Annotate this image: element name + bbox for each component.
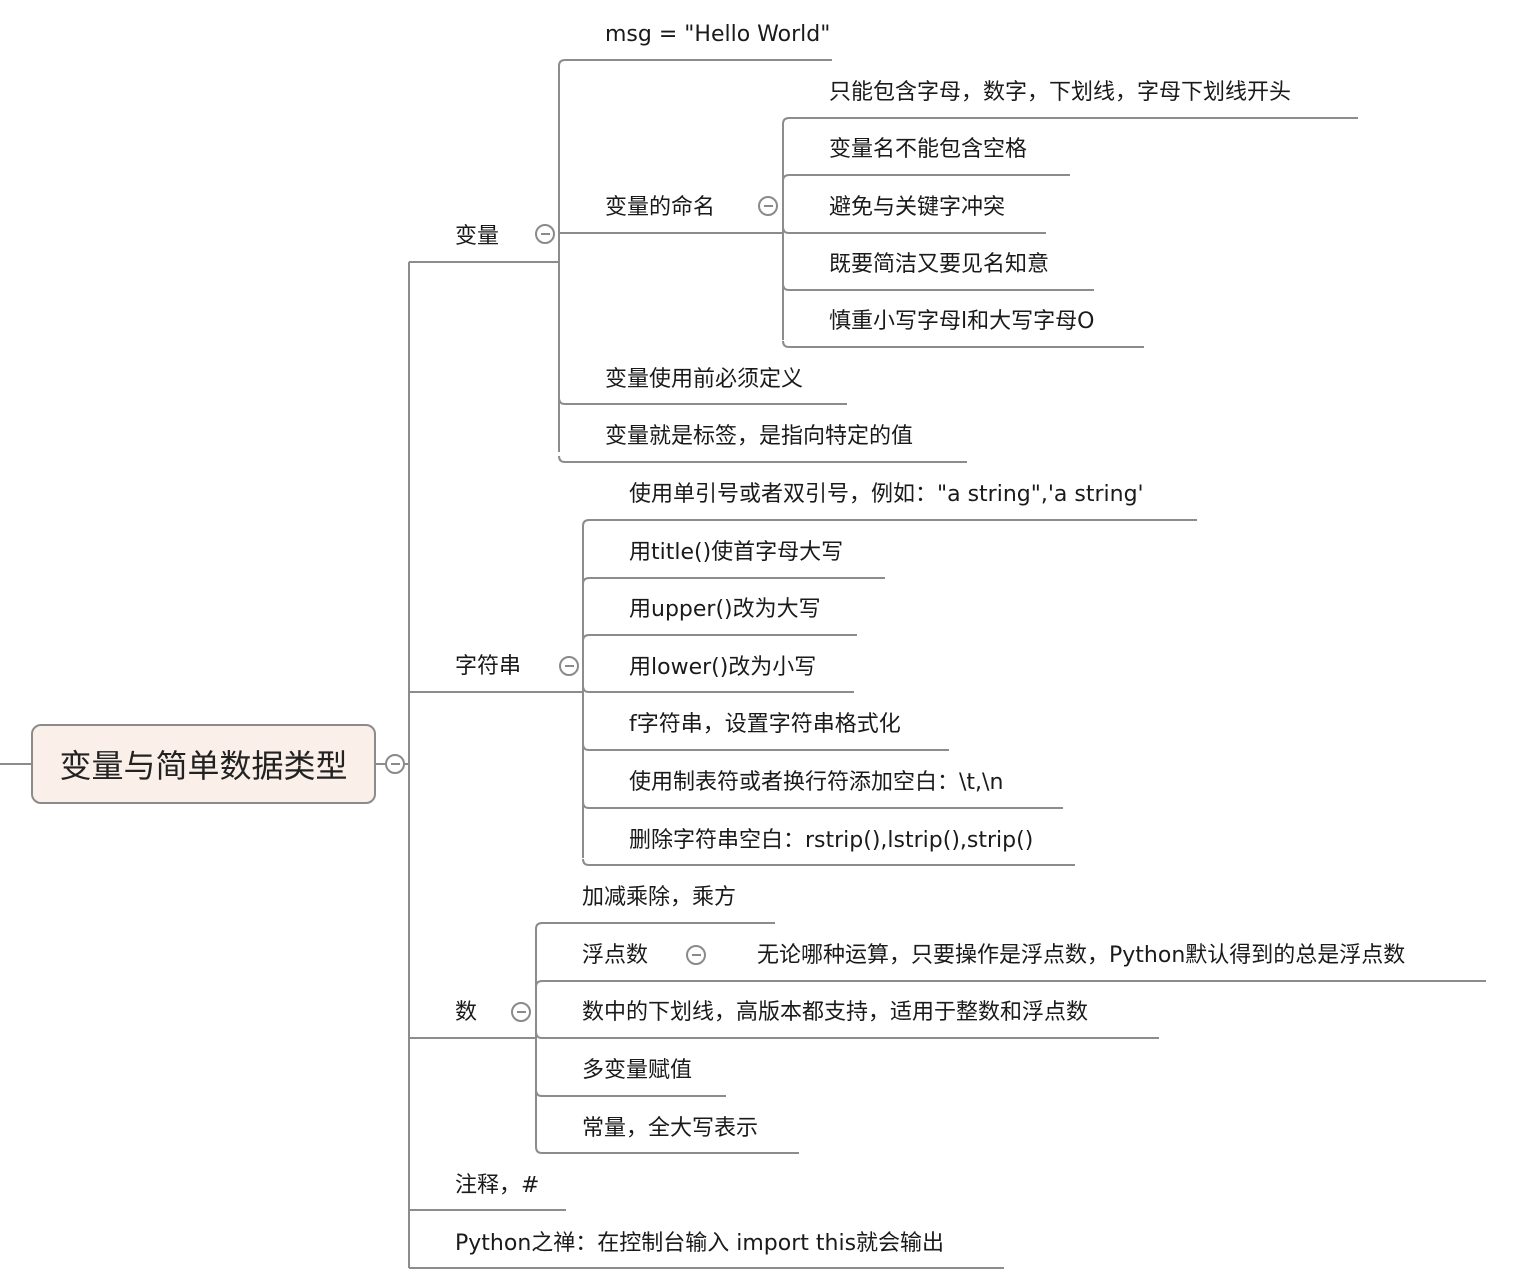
string-item-4[interactable]: 用lower()改为小写 (629, 655, 817, 680)
topic-arithmetic[interactable]: 加减乘除，乘方 (582, 885, 737, 910)
topic-zen-of-python[interactable]: Python之禅：在控制台输入 import this就会输出 (455, 1231, 945, 1256)
topic-multi-assign[interactable]: 多变量赋值 (582, 1058, 693, 1083)
naming-rule-3[interactable]: 避免与关键字冲突 (829, 195, 1006, 220)
naming-rule-5[interactable]: 慎重小写字母l和大写字母O (829, 309, 1095, 334)
root-collapse-icon[interactable] (385, 754, 405, 774)
topic-variable[interactable]: 变量 (455, 224, 500, 249)
string-item-1[interactable]: 使用单引号或者双引号，例如："a string",'a string' (629, 482, 1144, 507)
string-item-6[interactable]: 使用制表符或者换行符添加空白：\t,\n (629, 770, 1004, 795)
topic-string[interactable]: 字符串 (455, 654, 522, 679)
string-item-5[interactable]: f字符串，设置字符串格式化 (629, 712, 901, 737)
naming-collapse-icon[interactable] (758, 196, 778, 216)
float-collapse-icon[interactable] (686, 945, 706, 965)
topic-number[interactable]: 数 (455, 1000, 478, 1025)
naming-rule-4[interactable]: 既要简洁又要见名知意 (829, 252, 1050, 277)
topic-comment[interactable]: 注释，# (455, 1173, 540, 1198)
string-item-2[interactable]: 用title()使首字母大写 (629, 540, 844, 565)
topic-float[interactable]: 浮点数 (582, 943, 649, 968)
variable-collapse-icon[interactable] (535, 224, 555, 244)
root-topic[interactable]: 变量与简单数据类型 (31, 724, 376, 804)
topic-underscore[interactable]: 数中的下划线，高版本都支持，适用于整数和浮点数 (582, 1000, 1089, 1025)
float-note[interactable]: 无论哪种运算，只要操作是浮点数，Python默认得到的总是浮点数 (757, 943, 1406, 968)
naming-rule-1[interactable]: 只能包含字母，数字，下划线，字母下划线开头 (829, 80, 1292, 105)
topic-hello-world[interactable]: msg = "Hello World" (605, 22, 831, 47)
string-item-3[interactable]: 用upper()改为大写 (629, 597, 821, 622)
string-collapse-icon[interactable] (559, 656, 579, 676)
root-topic-label: 变量与简单数据类型 (59, 747, 348, 785)
naming-rule-2[interactable]: 变量名不能包含空格 (829, 137, 1028, 162)
topic-must-define[interactable]: 变量使用前必须定义 (605, 367, 804, 392)
number-collapse-icon[interactable] (511, 1002, 531, 1022)
topic-constant[interactable]: 常量，全大写表示 (582, 1116, 759, 1141)
string-item-7[interactable]: 删除字符串空白：rstrip(),lstrip(),strip() (629, 828, 1034, 853)
topic-variable-naming[interactable]: 变量的命名 (605, 195, 716, 220)
topic-variable-is-label[interactable]: 变量就是标签，是指向特定的值 (605, 424, 914, 449)
